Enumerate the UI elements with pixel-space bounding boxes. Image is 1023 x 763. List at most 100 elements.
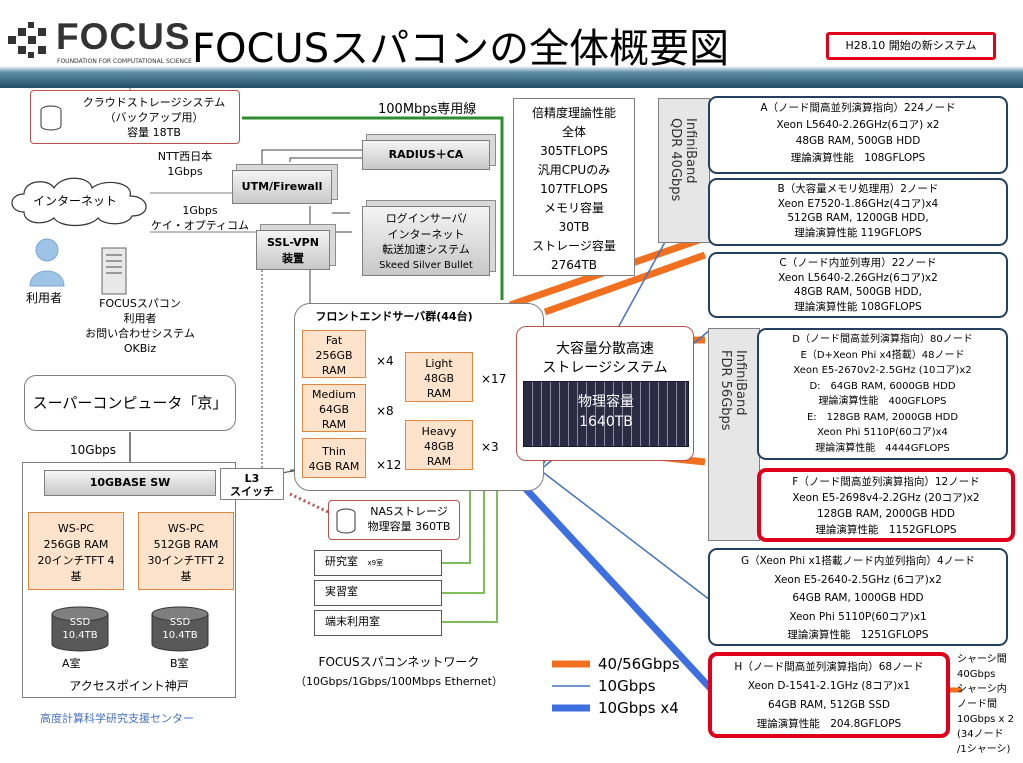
perf-line3: 305TFLOPS (540, 144, 608, 158)
ssd-a-icon (51, 606, 109, 652)
utm-firewall-box: UTM/Firewall (232, 170, 332, 204)
node-g-line4: Xeon Phi 5110P(60コア)x1 (789, 610, 927, 623)
heavy-server: Heavy 48GB RAM (405, 420, 473, 470)
l3-switch: L3 スイッチ (220, 468, 284, 500)
heavy-line2: 48GB (423, 440, 455, 453)
side-note-7: /1シャーシ) (957, 744, 1011, 755)
wspc-a-line1: WS-PC (57, 522, 95, 535)
node-g-line2: Xeon E5-2640-2.5GHz (6コア)x2 (774, 573, 942, 586)
node-b-line3: 512GB RAM, 1200GB HDD, (787, 212, 929, 224)
storage-cap-label: 物理容量 (578, 394, 634, 410)
node-b-line1: B（大容量メモリ処理用）2ノード (777, 183, 939, 195)
wspc-b: WS-PC 512GB RAM 30インチTFT 2 基 (138, 512, 234, 590)
node-a-line1: A（ノード間高並列演算指向）224ノード (760, 102, 956, 114)
side-note-4: ノード間 (957, 699, 997, 710)
login-line2: インターネット (387, 227, 465, 241)
fdr-panel (708, 328, 760, 541)
frontend-title: フロントエンドサーバ群(44台) (315, 310, 473, 323)
node-a-line4: 理論演算性能 108GFLOPS (790, 151, 926, 164)
radius-ca-box: RADIUS＋CA (362, 140, 490, 170)
database-icon (336, 508, 356, 534)
light-count: ×17 (481, 372, 507, 386)
side-note-3: シャーシ内 (957, 684, 1007, 695)
node-b: B（大容量メモリ処理用）2ノード Xeon E7520-1.86GHz(4コア)… (708, 178, 1008, 246)
ssd-a-label: SSD (69, 617, 91, 628)
medium-line2: 64GB (318, 403, 350, 416)
kei-speed-label: 10Gbps (70, 443, 117, 457)
cloud-storage-sub: （バックアップ用） (104, 111, 204, 124)
perf-line9: 2764TB (550, 258, 598, 272)
node-de-line7: Xeon Phi 5110P(60コア)x4 (817, 427, 948, 438)
switch-10gbase: 10GBASE SW (44, 470, 216, 496)
wspc-a-line3: 20インチTFT 4 (37, 554, 115, 567)
okbiz-line1: FOCUSスパコン (99, 297, 181, 310)
internet-cloud-icon (11, 177, 147, 227)
side-note-1: シャーシ間 (957, 654, 1007, 665)
perf-line6: メモリ容量 (543, 201, 604, 215)
room-a-label: A室 (62, 657, 81, 670)
page-title: FOCUSスパコンの全体概要図 (192, 26, 730, 72)
side-note-6: (34ノード (957, 729, 1004, 740)
node-f: F（ノード間高並列演算指向）12ノード Xeon E5-2698v4-2.2GH… (757, 468, 1015, 542)
ssd-b-capacity: 10.4TB (162, 630, 198, 641)
fat-count: ×4 (376, 354, 394, 368)
wspc-a: WS-PC 256GB RAM 20インチTFT 4 基 (28, 512, 124, 590)
practice-room: 実習室 (314, 580, 442, 606)
fdr-line2: FDR 56Gbps (718, 350, 733, 431)
ssl-vpn-line1: SSL-VPN (267, 236, 319, 249)
node-g: G（Xeon Phi x1搭載ノード内並列指向）4ノード Xeon E5-264… (708, 548, 1008, 646)
access-point-label: アクセスポイント神戸 (69, 679, 189, 693)
nas-storage-box: NASストレージ 物理容量 360TB (328, 500, 460, 540)
node-c-line3: 48GB RAM, 500GB HDD, (794, 286, 922, 298)
legend-item-40-56: 40/56Gbps (598, 655, 680, 673)
node-g-line3: 64GB RAM, 1000GB HDD (792, 592, 924, 604)
user-icon (29, 238, 65, 287)
storage-rack-icon (523, 381, 689, 447)
perf-line4: 汎用CPUのみ (537, 163, 611, 177)
light-line1: Light (425, 357, 453, 370)
node-h-line3: 64GB RAM, 512GB SSD (768, 699, 890, 711)
fdr-line1: InfiniBand (733, 350, 748, 416)
node-f-line1: F（ノード間高並列演算指向）12ノード (792, 476, 980, 488)
performance-summary: 倍精度理論性能 全体 305TFLOPS 汎用CPUのみ 107TFLOPS メ… (513, 98, 635, 276)
cloud-storage-box: クラウドストレージシステム （バックアップ用） 容量 18TB (30, 90, 240, 144)
perf-line2: 全体 (561, 125, 586, 139)
okbiz-line3: お問い合わせシステム (85, 327, 195, 340)
node-g-line5: 理論演算性能 1251GFLOPS (787, 629, 929, 641)
node-de-line4: D: 64GB RAM, 6000GB HDD (809, 380, 956, 392)
login-line3: 転送加速システム (382, 243, 470, 256)
side-note-2: 40Gbps (957, 669, 996, 680)
node-de: D（ノード間高並列演算指向）80ノード E（D+Xeon Phi x4搭載）48… (757, 328, 1008, 460)
node-f-line3: 128GB RAM, 2000GB HDD (817, 508, 955, 520)
kcom-label: ケイ・オプティコム (150, 219, 250, 232)
okbiz-line2: 利用者 (123, 312, 157, 325)
logo-subtext: FOUNDATION FOR COMPUTATIONAL SCIENCE (57, 58, 192, 65)
kei-supercomputer-box: スーパーコンピュータ「京」 (24, 375, 236, 431)
heavy-count: ×3 (481, 440, 499, 454)
fat-server: Fat 256GB RAM (302, 330, 366, 378)
network-label-line1: FOCUSスパコンネットワーク (318, 655, 480, 669)
ssd-b-icon (151, 606, 209, 652)
qdr-line2: QDR 40Gbps (668, 118, 683, 202)
perf-line7: 30TB (558, 220, 590, 234)
storage-line1: 大容量分散高速 (556, 341, 654, 357)
node-h-line2: Xeon D-1541-2.1GHz (8コア)x1 (747, 680, 911, 692)
wspc-b-line1: WS-PC (167, 522, 205, 535)
nas-line1: NASストレージ (370, 505, 448, 518)
storage-cap-value: 1640TB (579, 414, 633, 430)
wspc-b-line3: 30インチTFT 2 (147, 554, 225, 567)
legend-item-10x4: 10Gbps x4 (598, 699, 679, 717)
lab-room: 研究室 x9室 (314, 550, 442, 576)
medium-count: ×8 (376, 404, 394, 418)
kcom-speed: 1Gbps (182, 204, 218, 217)
fat-line3: RAM (321, 364, 347, 377)
qdr-line1: InfiniBand (683, 118, 698, 184)
node-a: A（ノード間高並列演算指向）224ノード Xeon L5640-2.26GHz(… (708, 96, 1008, 174)
perf-line5: 107TFLOPS (540, 182, 608, 196)
terminal-room-label: 端末利用室 (325, 615, 380, 628)
user-label: 利用者 (26, 291, 63, 305)
fat-line2: 256GB (315, 349, 353, 362)
nas-line2: 物理容量 360TB (367, 520, 451, 533)
node-de-line8: 理論演算性能 4444GFLOPS (815, 442, 950, 454)
perf-line8: ストレージ容量 (532, 239, 616, 253)
